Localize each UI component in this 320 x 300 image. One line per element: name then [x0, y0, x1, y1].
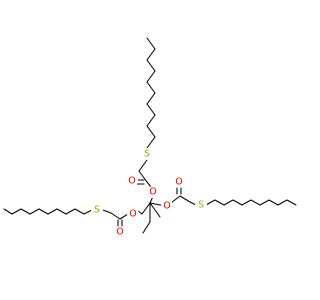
bond — [137, 210, 143, 215]
bond — [146, 81, 156, 94]
oxygen-atom-label: O — [116, 227, 123, 238]
bond — [102, 209, 112, 214]
bond — [268, 199, 279, 206]
atom-label-background — [126, 175, 138, 187]
bond — [29, 208, 40, 215]
bond — [232, 199, 243, 206]
oxygen-atom-label: O — [163, 201, 170, 212]
bond — [146, 70, 156, 83]
bond — [189, 201, 197, 206]
bond — [214, 199, 225, 206]
bond — [56, 208, 67, 215]
oxygen-atom-label: O — [128, 176, 135, 187]
bond — [259, 199, 270, 206]
atom-label-background — [147, 186, 159, 198]
oxygen-atom-label: O — [175, 177, 182, 188]
bond — [38, 208, 49, 215]
bond — [138, 159, 148, 172]
atom-label-background — [127, 208, 139, 220]
bond — [149, 202, 161, 218]
bond — [110, 212, 121, 220]
bond — [179, 195, 191, 203]
sulfur-atom-label: S — [94, 205, 100, 216]
bond — [47, 208, 58, 215]
bond — [277, 199, 288, 206]
bond — [146, 37, 156, 50]
bond — [241, 199, 252, 206]
bond — [286, 199, 297, 206]
bond — [250, 199, 261, 206]
bond — [138, 170, 148, 183]
bond — [146, 103, 156, 116]
bond — [146, 48, 156, 61]
bond — [141, 202, 151, 215]
sulfur-atom-label: S — [198, 200, 204, 211]
bond — [20, 208, 31, 215]
bond — [83, 209, 93, 215]
bond — [205, 199, 216, 206]
bond — [170, 195, 181, 204]
bond — [146, 59, 156, 72]
atom-label-background — [195, 199, 207, 211]
bond — [146, 136, 156, 149]
bond — [146, 125, 156, 138]
bond — [223, 199, 234, 206]
bond — [65, 208, 76, 215]
bond — [142, 221, 151, 234]
atom-label-background — [114, 226, 126, 238]
oxygen-atom-label: O — [149, 187, 156, 198]
bond — [74, 208, 85, 215]
bond — [3, 208, 13, 215]
bond — [11, 208, 22, 215]
molecule-structure-diagram: S O O O O S O O S — [3, 37, 297, 238]
atom-label-background — [173, 176, 185, 188]
oxygen-atom-label: O — [129, 209, 136, 220]
sulfur-atom-label: S — [144, 149, 150, 160]
bond — [119, 213, 129, 220]
atom-label-background — [161, 200, 173, 212]
bond — [146, 114, 156, 127]
atom-label-background — [91, 204, 103, 216]
bond — [146, 92, 156, 105]
atom-label-background — [141, 148, 153, 160]
